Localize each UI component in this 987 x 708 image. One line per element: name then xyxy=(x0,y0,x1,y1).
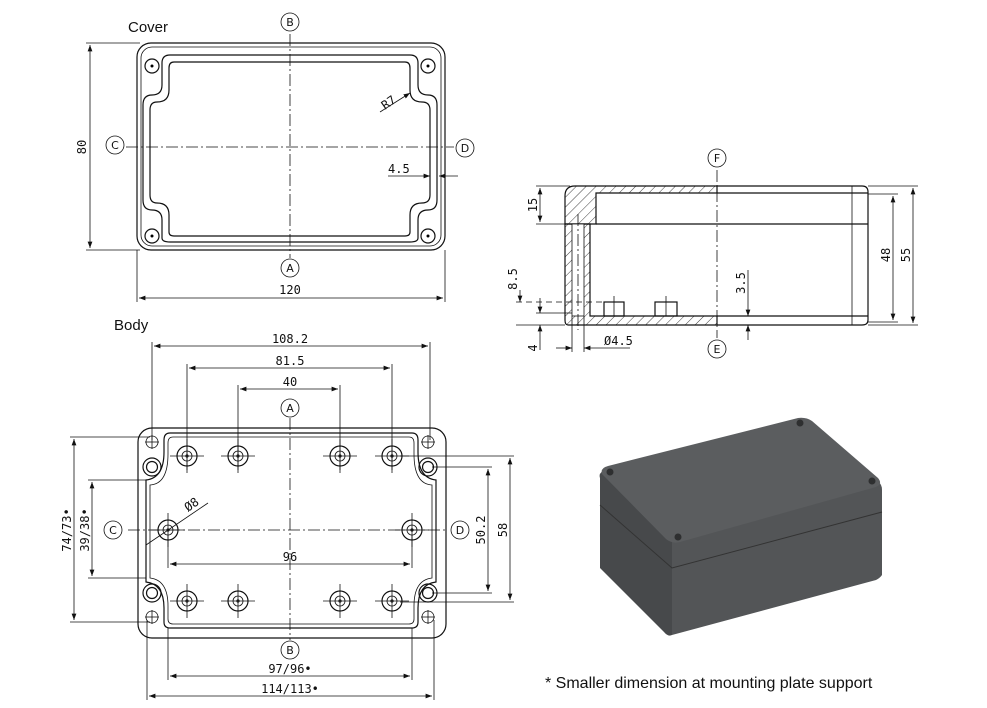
body-dim-hole-span: 96 xyxy=(283,550,297,564)
body-dim-h-total: 58 xyxy=(496,523,510,537)
cover-screw-icons xyxy=(144,58,436,244)
section-dim-floor: 4 xyxy=(526,344,540,351)
cover-label-b: B xyxy=(286,16,294,29)
section-label-f: F xyxy=(714,152,720,165)
cover-dim-height: 80 xyxy=(75,140,89,154)
cover-edge xyxy=(140,46,442,247)
cover-dim-radius: R7 xyxy=(379,93,399,113)
section-dim-inner-height: 48 xyxy=(879,248,893,262)
body-dim-h-inner: 39/38• xyxy=(78,508,92,551)
body-dim-w3: 40 xyxy=(283,375,297,389)
section-label-e: E xyxy=(714,343,721,356)
section-dim-total-height: 55 xyxy=(899,248,913,262)
screw-hole xyxy=(142,583,162,603)
body-label-c: C xyxy=(109,524,117,537)
render-left-face xyxy=(599,470,672,636)
cover-label-d: D xyxy=(461,142,469,155)
body-dim-w1: 108.2 xyxy=(272,332,308,346)
body-dim-w-outer: 114/113• xyxy=(261,682,319,696)
body-label-a: A xyxy=(286,402,294,415)
body-outline xyxy=(137,427,447,639)
enclosure-3d-render xyxy=(599,417,883,636)
section-dim-wall-offset: 3.5 xyxy=(734,272,748,294)
body-section-hatch xyxy=(564,223,718,326)
cover-title: Cover xyxy=(128,19,168,36)
body-label-b: B xyxy=(286,644,294,657)
cover-section-hatch xyxy=(564,185,718,225)
render-top-face xyxy=(601,417,881,543)
side-outline xyxy=(717,185,869,326)
cover-view: Cover B A C D 80 120 R7 4.5 xyxy=(75,12,475,302)
cover-dim-lip: 4.5 xyxy=(388,162,410,176)
cover-lip-outer xyxy=(142,54,438,243)
section-dim-hole-dia: Ø4.5 xyxy=(604,334,633,348)
body-dim-w-inner: 97/96• xyxy=(268,662,311,676)
footnote: * Smaller dimension at mounting plate su… xyxy=(545,675,873,692)
screw-hole xyxy=(142,457,162,477)
section-dim-cover-height: 15 xyxy=(526,198,540,212)
cover-lip-inner xyxy=(149,61,431,237)
body-dim-hole-dia: Ø8 xyxy=(182,495,202,515)
section-dim-boss-height: 8.5 xyxy=(506,268,520,290)
body-title: Body xyxy=(114,317,149,334)
render-front-face xyxy=(672,482,882,635)
body-view: Body A B C D 108.2 81.5 40 Ø8 96 74/73• … xyxy=(60,317,514,700)
body-dim-h-outer: 74/73• xyxy=(60,508,74,551)
cover-label-a: A xyxy=(286,262,294,275)
section-view: F E 15 48 55 8.5 4 Ø4.5 3.5 xyxy=(506,148,918,359)
body-dim-w2: 81.5 xyxy=(276,354,305,368)
cover-dim-width: 120 xyxy=(279,283,301,297)
cover-outline xyxy=(136,42,446,251)
cover-label-c: C xyxy=(111,139,119,152)
body-label-d: D xyxy=(456,524,464,537)
body-inner-wall xyxy=(145,432,437,629)
body-dim-h-mount: 50.2 xyxy=(474,516,488,545)
